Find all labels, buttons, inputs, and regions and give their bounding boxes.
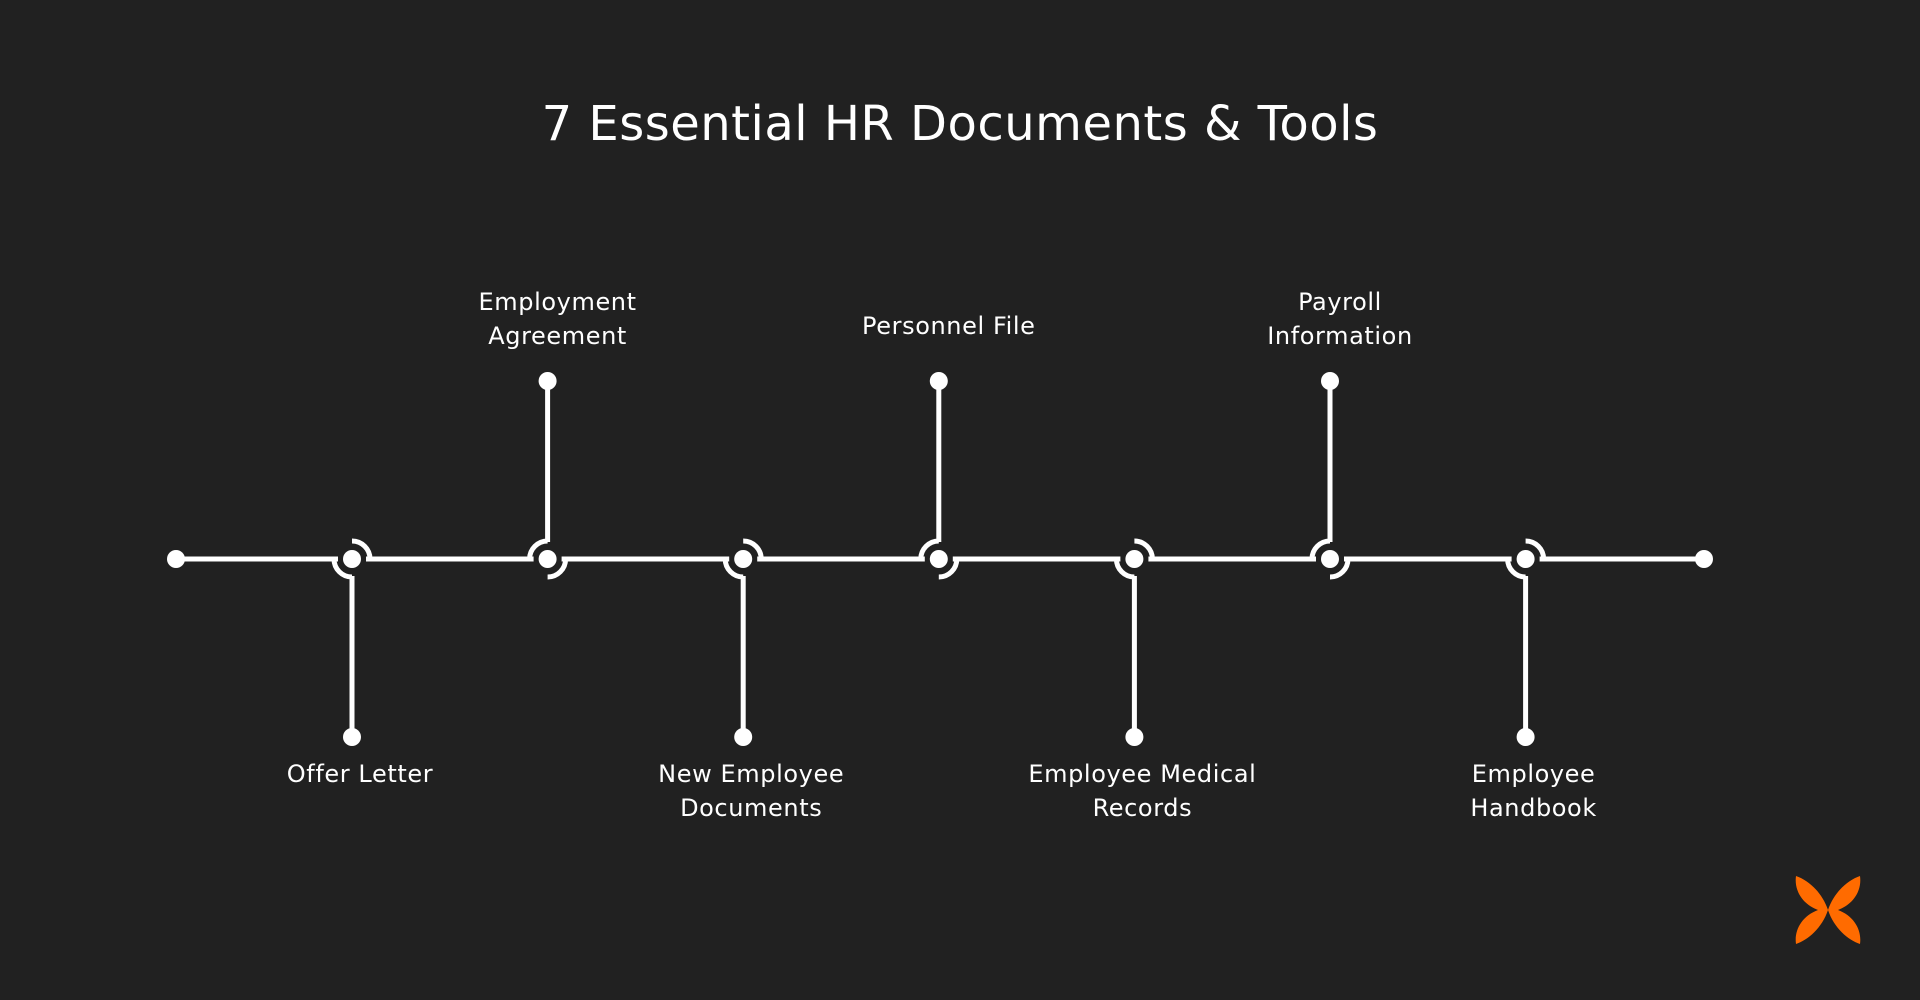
branch-end-dot — [1125, 728, 1144, 746]
step-label-line: Agreement — [488, 322, 627, 350]
timeline-node — [1321, 550, 1339, 568]
timeline-node — [343, 550, 361, 568]
butterfly-logo-icon — [1795, 876, 1861, 944]
step-label-line: Personnel File — [862, 312, 1036, 340]
branch-end-dot — [343, 728, 361, 746]
branch-end-dot — [734, 728, 753, 746]
node-arc — [547, 558, 569, 580]
step-label-line: Employee — [1471, 760, 1596, 788]
timeline-node — [929, 550, 948, 568]
timeline-node — [1125, 550, 1144, 568]
branch-end-dot — [538, 372, 557, 390]
step-label-line: Documents — [680, 794, 823, 822]
node-arc — [1525, 538, 1547, 560]
diagram-title: 7 Essential HR Documents & Tools — [541, 96, 1379, 152]
step-label-line: Offer Letter — [286, 760, 434, 788]
timeline-node — [734, 550, 753, 568]
node-arc — [742, 538, 764, 560]
node-arc — [1329, 558, 1351, 580]
step-label-line: Information — [1267, 322, 1413, 350]
branch-end-dot — [1516, 728, 1535, 746]
timeline-start-dot — [167, 550, 185, 568]
branch-end-dot — [1321, 372, 1339, 390]
timeline-node — [1516, 550, 1535, 568]
step-label: Personnel File — [799, 309, 1099, 343]
step-label-line: Payroll — [1298, 288, 1382, 316]
step-label-line: Handbook — [1470, 794, 1597, 822]
node-arc — [351, 538, 373, 560]
node-arc — [938, 558, 960, 580]
step-label-line: New Employee — [658, 760, 845, 788]
timeline-end-dot — [1695, 550, 1713, 568]
branch-end-dot — [929, 372, 948, 390]
step-label-line: Employment — [478, 288, 637, 316]
timeline-node — [538, 550, 557, 568]
node-arc — [1134, 538, 1155, 560]
step-label: Offer Letter — [210, 757, 510, 791]
step-label-line: Records — [1092, 794, 1193, 822]
step-label-line: Employee Medical — [1028, 760, 1257, 788]
